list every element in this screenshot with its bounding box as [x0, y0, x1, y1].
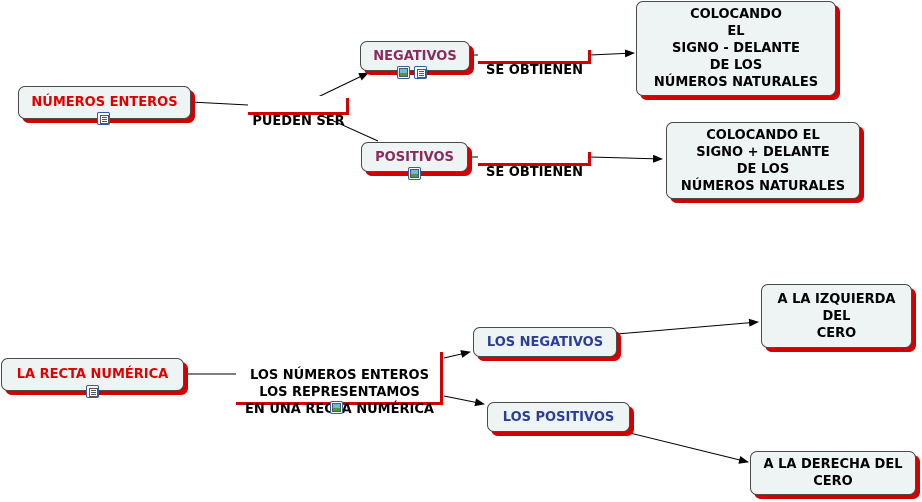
link-se-obtienen-positivos: SE OBTIENEN: [478, 147, 591, 180]
connector-positivos-to-result: [629, 432, 749, 464]
concept-los-positivos-result-label: A LA DERECHA DEL CERO: [763, 457, 903, 489]
connector-root-to-label: [190, 101, 249, 106]
concept-positivos-label: POSITIVOS: [375, 149, 454, 165]
document-icon[interactable]: [414, 66, 427, 79]
document-icon[interactable]: [86, 385, 99, 398]
connector-negativos-to-result: [616, 318, 759, 335]
concept-negativos-result[interactable]: COLOCANDO EL SIGNO - DELANTE DE LOS NÚME…: [636, 1, 836, 96]
link-se-obtienen-label: SE OBTIENEN: [486, 63, 583, 78]
link-accent-bar: [588, 152, 591, 166]
document-icon[interactable]: [97, 112, 110, 125]
connector-to-positivos: [317, 113, 379, 142]
concept-los-negativos-result[interactable]: A LA IZQUIERDA DEL CERO: [761, 284, 912, 348]
concept-los-negativos-result-label: A LA IZQUIERDA DEL CERO: [777, 291, 896, 341]
concept-los-negativos[interactable]: LOS NEGATIVOS: [473, 327, 617, 357]
concept-los-positivos[interactable]: LOS POSITIVOS: [487, 402, 630, 432]
concept-negativos-result-label: COLOCANDO EL SIGNO - DELANTE DE LOS NÚME…: [653, 7, 819, 90]
link-accent-bar: [440, 352, 443, 404]
image-icon[interactable]: [330, 401, 343, 414]
image-icon[interactable]: [408, 167, 421, 180]
image-icon[interactable]: [397, 66, 410, 79]
concept-numeros-enteros-label: NÚMEROS ENTEROS: [31, 95, 178, 110]
link-accent-bar: [588, 50, 591, 64]
concept-los-negativos-label: LOS NEGATIVOS: [486, 334, 604, 350]
concept-positivos-result[interactable]: COLOCANDO EL SIGNO + DELANTE DE LOS NÚME…: [666, 122, 860, 199]
connector-neg-to-result: [589, 49, 635, 58]
link-pueden-ser: PUEDEN SER: [248, 96, 349, 129]
connector-to-negativos: [317, 72, 369, 98]
concept-los-positivos-label: LOS POSITIVOS: [502, 409, 615, 425]
concept-negativos-label: NEGATIVOS: [373, 48, 457, 64]
connector-to-los-negativos: [443, 350, 471, 359]
concept-positivos-result-label: COLOCANDO EL SIGNO + DELANTE DE LOS NÚME…: [680, 127, 846, 194]
connector-pos-to-result: [589, 154, 663, 163]
link-accent-bar: [346, 98, 349, 115]
link-recta-description-label: LOS NÚMEROS ENTEROS LOS REPRESENTAMOS EN…: [245, 368, 434, 417]
concept-los-positivos-result[interactable]: A LA DERECHA DEL CERO: [750, 451, 916, 495]
connector-to-los-positivos: [443, 395, 485, 407]
link-recta-description: LOS NÚMEROS ENTEROS LOS REPRESENTAMOS EN…: [236, 350, 443, 417]
link-se-obtienen-label: SE OBTIENEN: [486, 165, 583, 180]
link-pueden-ser-label: PUEDEN SER: [252, 114, 345, 129]
link-se-obtienen-negativos: SE OBTIENEN: [478, 45, 591, 78]
concept-recta-numerica-label: LA RECTA NUMÉRICA: [16, 367, 169, 382]
